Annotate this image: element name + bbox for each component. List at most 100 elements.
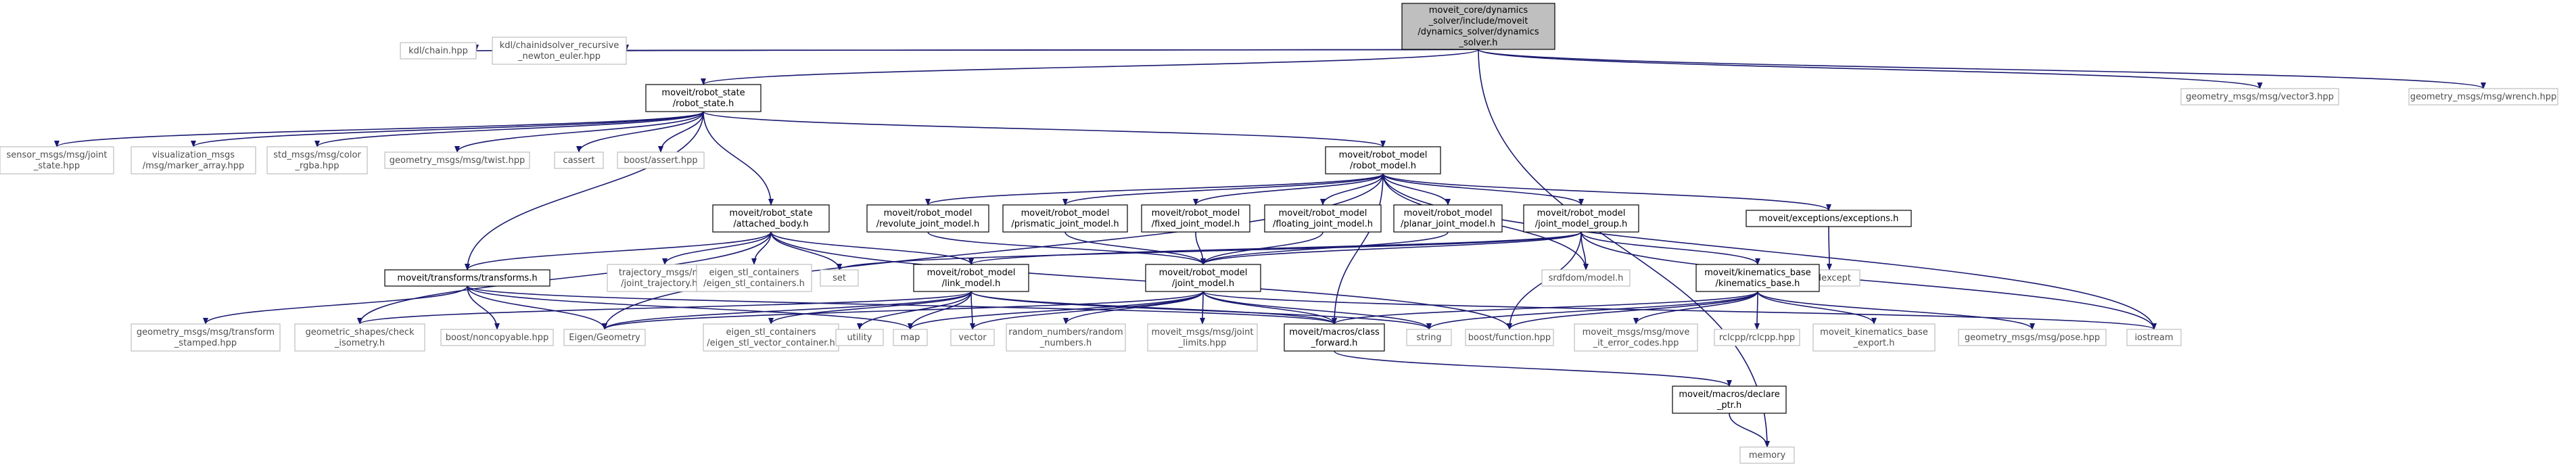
node-fixed[interactable]: moveit/robot_model/fixed_joint_model.h <box>1141 204 1250 233</box>
node-box <box>294 323 425 352</box>
node-label-line: /joint_model_group.h <box>1535 219 1628 229</box>
node-label-line: geometry_msgs/msg/transform <box>137 327 275 337</box>
node-box <box>645 84 762 112</box>
edge-root-to-geo_vector3 <box>1478 49 2263 89</box>
edge-attached_body-to-transforms <box>465 231 772 271</box>
node-link_model[interactable]: moveit/robot_model/link_model.h <box>913 264 1029 292</box>
node-label-line: geometry_msgs/msg/vector3.hpp <box>2186 92 2334 102</box>
node-box <box>1264 204 1382 233</box>
node-string: string <box>1406 329 1452 346</box>
edge-joint_model-to-random_numbers <box>1063 291 1204 325</box>
node-kin_base[interactable]: moveit/kinematics_base/kinematics_base.h <box>1695 264 1820 292</box>
edge-jmg-to-joint_model <box>1200 231 1582 265</box>
node-geo_vector3: geometry_msgs/msg/vector3.hpp <box>2180 88 2339 106</box>
node-box <box>384 151 530 169</box>
node-box <box>384 269 551 287</box>
node-label-line: /joint_trajectory.hpp <box>621 279 709 289</box>
node-label-line: moveit/robot_model <box>1279 208 1367 218</box>
edge-kin_base-to-boost_function <box>1507 291 1758 330</box>
edge-link_model-to-string <box>970 291 1432 330</box>
node-box <box>2180 88 2339 106</box>
node-box <box>1672 385 1787 414</box>
node-label-line: kdl/chainidsolver_recursive <box>500 41 619 51</box>
node-utility: utility <box>835 329 884 346</box>
edge-transforms-to-geo_tf_stamped <box>203 285 468 325</box>
edge-robot_model-to-class_forward <box>1332 173 1384 325</box>
node-box <box>2408 88 2558 106</box>
edge-revolute-to-joint_model <box>927 231 1206 265</box>
node-label-line: std_msgs/msg/color <box>273 150 361 160</box>
edge-jmg-to-set <box>837 231 1582 271</box>
node-label-line: geometry_msgs/msg/wrench.hpp <box>2410 92 2557 102</box>
edge-joint_model-to-eigen_geometry <box>602 291 1204 330</box>
node-revolute[interactable]: moveit/robot_model/revolute_joint_model.… <box>866 204 989 233</box>
node-robot_model[interactable]: moveit/robot_model/robot_model.h <box>1325 146 1441 174</box>
node-box <box>492 37 627 65</box>
edge-robot_model-to-fixed <box>1193 173 1384 206</box>
node-label-line: iostream <box>2134 333 2173 343</box>
edge-joint_model-to-vector <box>970 291 1204 330</box>
node-declare_ptr[interactable]: moveit/macros/declare_ptr.h <box>1672 385 1787 414</box>
node-label-line: moveit/robot_model <box>927 268 1016 278</box>
node-label-line: /msg/marker_array.hpp <box>143 161 244 171</box>
node-box <box>1147 323 1258 352</box>
node-joint_model[interactable]: moveit/robot_model/joint_model.h <box>1145 264 1261 292</box>
node-box <box>1695 264 1820 292</box>
edge-declare_ptr-to-memory <box>1729 413 1770 448</box>
edge-robot_state-to-attached_body <box>703 111 774 206</box>
edge-root-to-memory <box>1478 49 1770 448</box>
node-map: map <box>893 329 928 346</box>
node-class_forward[interactable]: moveit/macros/class_forward.h <box>1284 323 1385 352</box>
node-label-line: moveit/robot_model <box>1159 268 1248 278</box>
node-label-line: visualization_msgs <box>152 150 235 160</box>
node-planar[interactable]: moveit/robot_model/planar_joint_model.h <box>1393 204 1503 233</box>
node-box <box>1401 3 1555 50</box>
edge-robot_model-to-exceptions <box>1382 173 1831 211</box>
node-label-line: vector <box>958 333 987 343</box>
edge-robot_model-to-revolute <box>925 173 1384 206</box>
node-attached_body[interactable]: moveit/robot_state/attached_body.h <box>712 204 830 233</box>
node-label-line: /dynamics_solver/dynamics <box>1418 27 1539 37</box>
node-prismatic[interactable]: moveit/robot_model/prismatic_joint_model… <box>1002 204 1128 233</box>
edge-prismatic-to-joint_model <box>1064 231 1206 265</box>
node-label-line: moveit/transforms/transforms.h <box>397 273 537 283</box>
node-random_numbers: random_numbers/random_numbers.h <box>1006 323 1126 352</box>
edge-jmg-to-iostream <box>1580 231 2157 330</box>
node-label-line: _numbers.h <box>1039 338 1092 348</box>
node-label-line: Eigen/Geometry <box>569 333 640 343</box>
edge-robot_model-to-planar <box>1382 173 1451 206</box>
edge-attached_body-to-geo_shapes <box>357 231 772 325</box>
node-label-line: _export.h <box>1853 338 1895 348</box>
node-label-line: _state.hpp <box>33 161 80 171</box>
node-box <box>1541 269 1631 287</box>
node-sensor_msgs: sensor_msgs/msg/joint_state.hpp <box>0 146 114 174</box>
node-box <box>1958 329 2107 346</box>
edge-joint_model-to-string <box>1202 291 1432 330</box>
node-label-line: moveit/robot_state <box>661 88 745 98</box>
edge-robot_model-to-prismatic <box>1062 173 1384 206</box>
node-memory: memory <box>1739 446 1795 464</box>
node-label-line: /robot_model.h <box>1350 161 1416 171</box>
node-geo_pose: geometry_msgs/msg/pose.hpp <box>1958 329 2107 346</box>
node-label-line: random_numbers/random <box>1008 327 1123 337</box>
node-label-line: sensor_msgs/msg/joint <box>6 150 107 160</box>
node-label-line: /eigen_stl_vector_container.h <box>707 338 835 348</box>
node-label-line: boost/function.hpp <box>1468 333 1551 343</box>
node-box <box>1406 329 1452 346</box>
node-root[interactable]: moveit_core/dynamics_solver/include/move… <box>1401 3 1555 50</box>
node-label-line: /revolute_joint_model.h <box>876 219 979 229</box>
node-label-line: /attached_body.h <box>733 219 808 229</box>
node-cassert: cassert <box>554 151 604 169</box>
node-transforms[interactable]: moveit/transforms/transforms.h <box>384 269 551 287</box>
node-box <box>131 146 256 174</box>
node-exceptions[interactable]: moveit/exceptions/exceptions.h <box>1746 210 1912 227</box>
node-jmg[interactable]: moveit/robot_model/joint_model_group.h <box>1523 204 1639 233</box>
edge-kin_base-to-rclcpp <box>1754 291 1760 330</box>
edge-attached_body-to-set <box>770 231 842 271</box>
node-robot_state[interactable]: moveit/robot_state/robot_state.h <box>645 84 762 112</box>
node-label-line: _rgba.hpp <box>295 161 339 171</box>
node-box <box>820 269 859 287</box>
node-floating[interactable]: moveit/robot_model/floating_joint_model.… <box>1264 204 1382 233</box>
node-label-line: moveit/robot_state <box>729 208 812 218</box>
node-label-line: kdl/chain.hpp <box>408 46 468 56</box>
